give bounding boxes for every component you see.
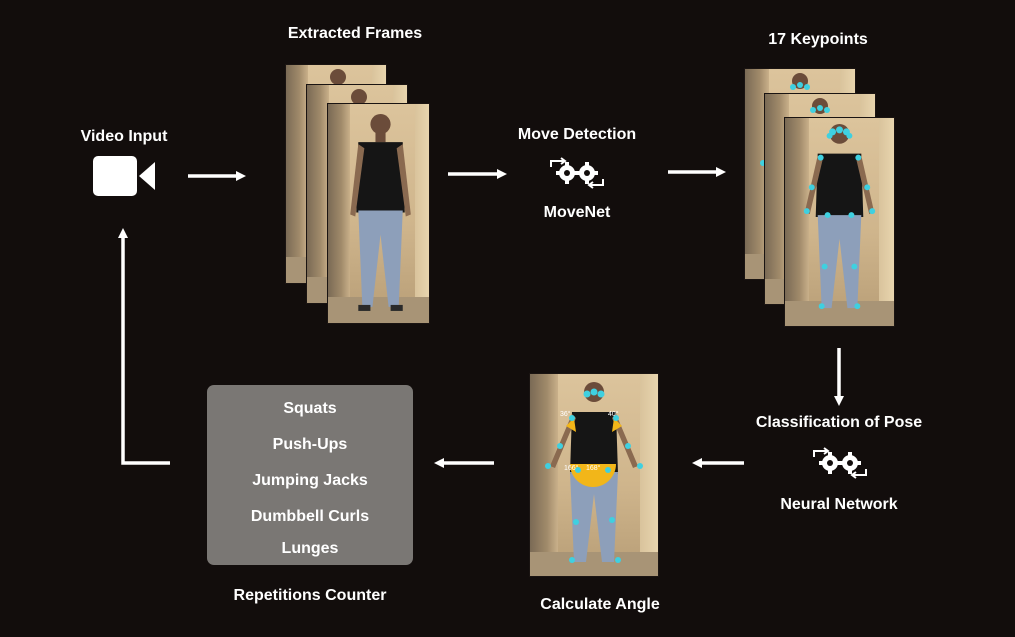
angle-label-4: 168°	[586, 464, 601, 472]
exercise-item: Jumping Jacks	[252, 472, 368, 489]
extracted-frames-label: Extracted Frames	[287, 25, 423, 42]
person-figure	[350, 114, 411, 311]
angle-pose: 36° 40° 166° 168°	[545, 382, 643, 563]
angle-label-1: 36°	[560, 410, 571, 418]
movenet-label: MoveNet	[543, 204, 611, 221]
gears-icon-neural	[813, 447, 867, 479]
repetitions-counter-label: Repetitions Counter	[233, 587, 387, 604]
exercise-item: Lunges	[281, 540, 339, 557]
pose-keypoints	[803, 123, 876, 310]
angle-frame: 36° 40° 166° 168°	[529, 373, 659, 577]
arrow-icon	[118, 228, 170, 465]
exercise-item: Push-Ups	[272, 436, 348, 453]
exercise-item: Squats	[283, 400, 337, 417]
calculate-angle-label: Calculate Angle	[540, 596, 660, 613]
exercise-list-panel: Squats Push-Ups Jumping Jacks Dumbbell C…	[207, 385, 413, 565]
exercise-item: Dumbbell Curls	[250, 508, 370, 525]
classification-label: Classification of Pose	[755, 414, 923, 431]
move-detection-label: Move Detection	[517, 126, 637, 143]
extracted-frame-3	[327, 103, 430, 324]
video-input-label: Video Input	[80, 128, 168, 145]
keypoints-label: 17 Keypoints	[768, 31, 868, 48]
angle-label-2: 40°	[608, 410, 619, 418]
angle-label-3: 166°	[564, 464, 579, 472]
neural-network-label: Neural Network	[780, 496, 898, 513]
keypoint-frame-3	[784, 117, 895, 327]
gears-icon	[550, 157, 604, 189]
video-camera-icon	[93, 156, 155, 196]
